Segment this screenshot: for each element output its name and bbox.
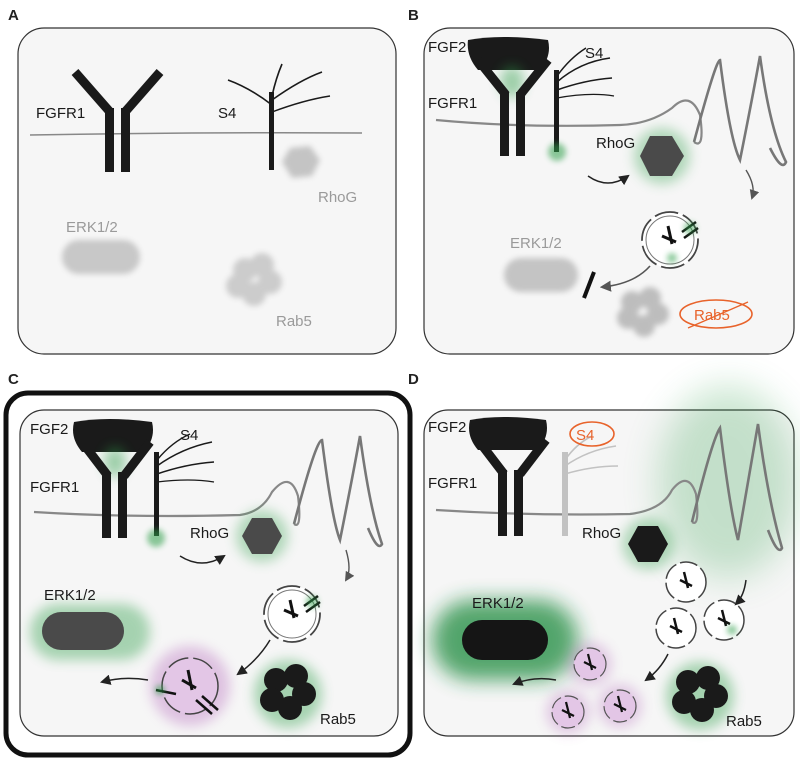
arrow-s4-to-rhog-b	[587, 174, 630, 186]
erk-shape-b	[504, 258, 578, 292]
arrow-to-erk-c	[99, 674, 149, 685]
rhog-shape-b	[640, 136, 684, 176]
rab5-label-d: Rab5	[726, 713, 762, 730]
endosome-d-1	[665, 561, 707, 603]
rab5-strike-b	[687, 301, 749, 329]
s4-crossout-oval-d	[569, 421, 615, 447]
s4-label-d: S4	[576, 427, 594, 444]
rhog-label-c: RhoG	[190, 525, 229, 542]
fgf2-label-d: FGF2	[428, 419, 466, 436]
panel-c: C FGF2 FGFR1 S4 RhoG	[3, 371, 413, 758]
arrow-endosome-to-erk-b	[599, 265, 651, 292]
erk-label-a: ERK1/2	[66, 219, 118, 236]
panel-letter-b: B	[408, 7, 419, 24]
arrow-to-endosome-c	[344, 549, 355, 582]
rab5-shape-d	[672, 666, 728, 722]
panel-a: A FGFR1 S4 RhoG ERK1/2 Rab5	[8, 7, 397, 355]
erk-shape-a	[62, 240, 140, 274]
panel-letter-d: D	[408, 371, 419, 388]
ligand-glow-c	[104, 447, 126, 477]
fgf2-label-b: FGF2	[428, 39, 466, 56]
rhog-label-a: RhoG	[318, 189, 357, 206]
erk-shape-c	[42, 612, 124, 650]
endosome-d-2	[655, 607, 697, 649]
fgfr1-receptor-b	[474, 57, 552, 156]
panel-letter-a: A	[8, 7, 19, 24]
arrow-to-endosomes-d	[734, 579, 747, 606]
fgfr1-receptor-d	[474, 437, 550, 536]
arrow-to-erk-d	[512, 676, 557, 686]
rab5-label-b: Rab5	[694, 307, 730, 324]
rab5-shape-b	[617, 287, 669, 337]
s4-receptor-b	[554, 47, 615, 152]
rhog-shape-c	[242, 518, 282, 554]
fgf2-ligand-b	[467, 37, 549, 70]
fgfr1-label-b: FGFR1	[428, 95, 477, 112]
fgfr1-label-c: FGFR1	[30, 479, 79, 496]
fgf2-ligand-d	[469, 417, 547, 450]
signaling-endosome-c	[155, 657, 219, 715]
rab5-crossout-oval-b	[679, 299, 753, 329]
s4-receptor-c	[154, 433, 215, 536]
fgfr1-receptor-c	[78, 439, 154, 538]
endosome-c	[263, 585, 321, 643]
cell-b	[423, 27, 795, 355]
rhog-shape-d	[628, 526, 668, 562]
s4-label-b: S4	[585, 45, 603, 62]
erk-label-b: ERK1/2	[510, 235, 562, 252]
rab5-label-a: Rab5	[276, 313, 312, 330]
membrane-a	[29, 132, 363, 136]
arrow-to-purple-d	[644, 653, 669, 682]
erk-label-c: ERK1/2	[44, 587, 96, 604]
rhog-label-d: RhoG	[582, 525, 621, 542]
panel-d: D FGF2 FGFR1 S4 RhoG	[408, 371, 798, 737]
s4-label-c: S4	[180, 427, 198, 444]
fgf2-ligand-c	[73, 419, 153, 452]
s4-tail-glow-b	[548, 143, 566, 161]
endosome-d-3	[703, 599, 745, 641]
rhog-shape-a	[282, 146, 320, 178]
membrane-ruffle-b	[692, 55, 788, 167]
arrow-to-endosome-b	[745, 169, 760, 200]
rhog-label-b: RhoG	[596, 135, 635, 152]
rab5-shape-c	[260, 664, 316, 720]
fgfr1-receptor-a	[71, 69, 164, 172]
fgfr1-label-a: FGFR1	[36, 105, 85, 122]
s4-receptor-d	[562, 435, 619, 536]
rab5-shape-a	[226, 253, 282, 306]
erk-label-d: ERK1/2	[472, 595, 524, 612]
s4-label-a: S4	[218, 105, 236, 122]
inhibition-bar-b	[582, 271, 596, 299]
panel-b: B FGF2 FGFR1 S4 RhoG	[408, 7, 795, 355]
s4-tail-glow-c	[147, 529, 165, 547]
erk-shape-d	[462, 620, 548, 660]
rab5-label-c: Rab5	[320, 711, 356, 728]
highlight-frame-c	[3, 390, 413, 758]
membrane-ruffle-d	[690, 423, 784, 552]
signaling-endosomes-d	[546, 642, 642, 734]
fgfr1-label-d: FGFR1	[428, 475, 477, 492]
arrow-s4-to-rhog-c	[179, 554, 226, 565]
s4-receptor-a	[227, 63, 331, 170]
panel-letter-c: C	[8, 371, 19, 388]
endosome-b	[641, 211, 699, 269]
fgf2-label-c: FGF2	[30, 421, 68, 438]
arrow-endosome-to-purple-c	[236, 639, 271, 676]
membrane-ruffle-c	[292, 435, 384, 548]
